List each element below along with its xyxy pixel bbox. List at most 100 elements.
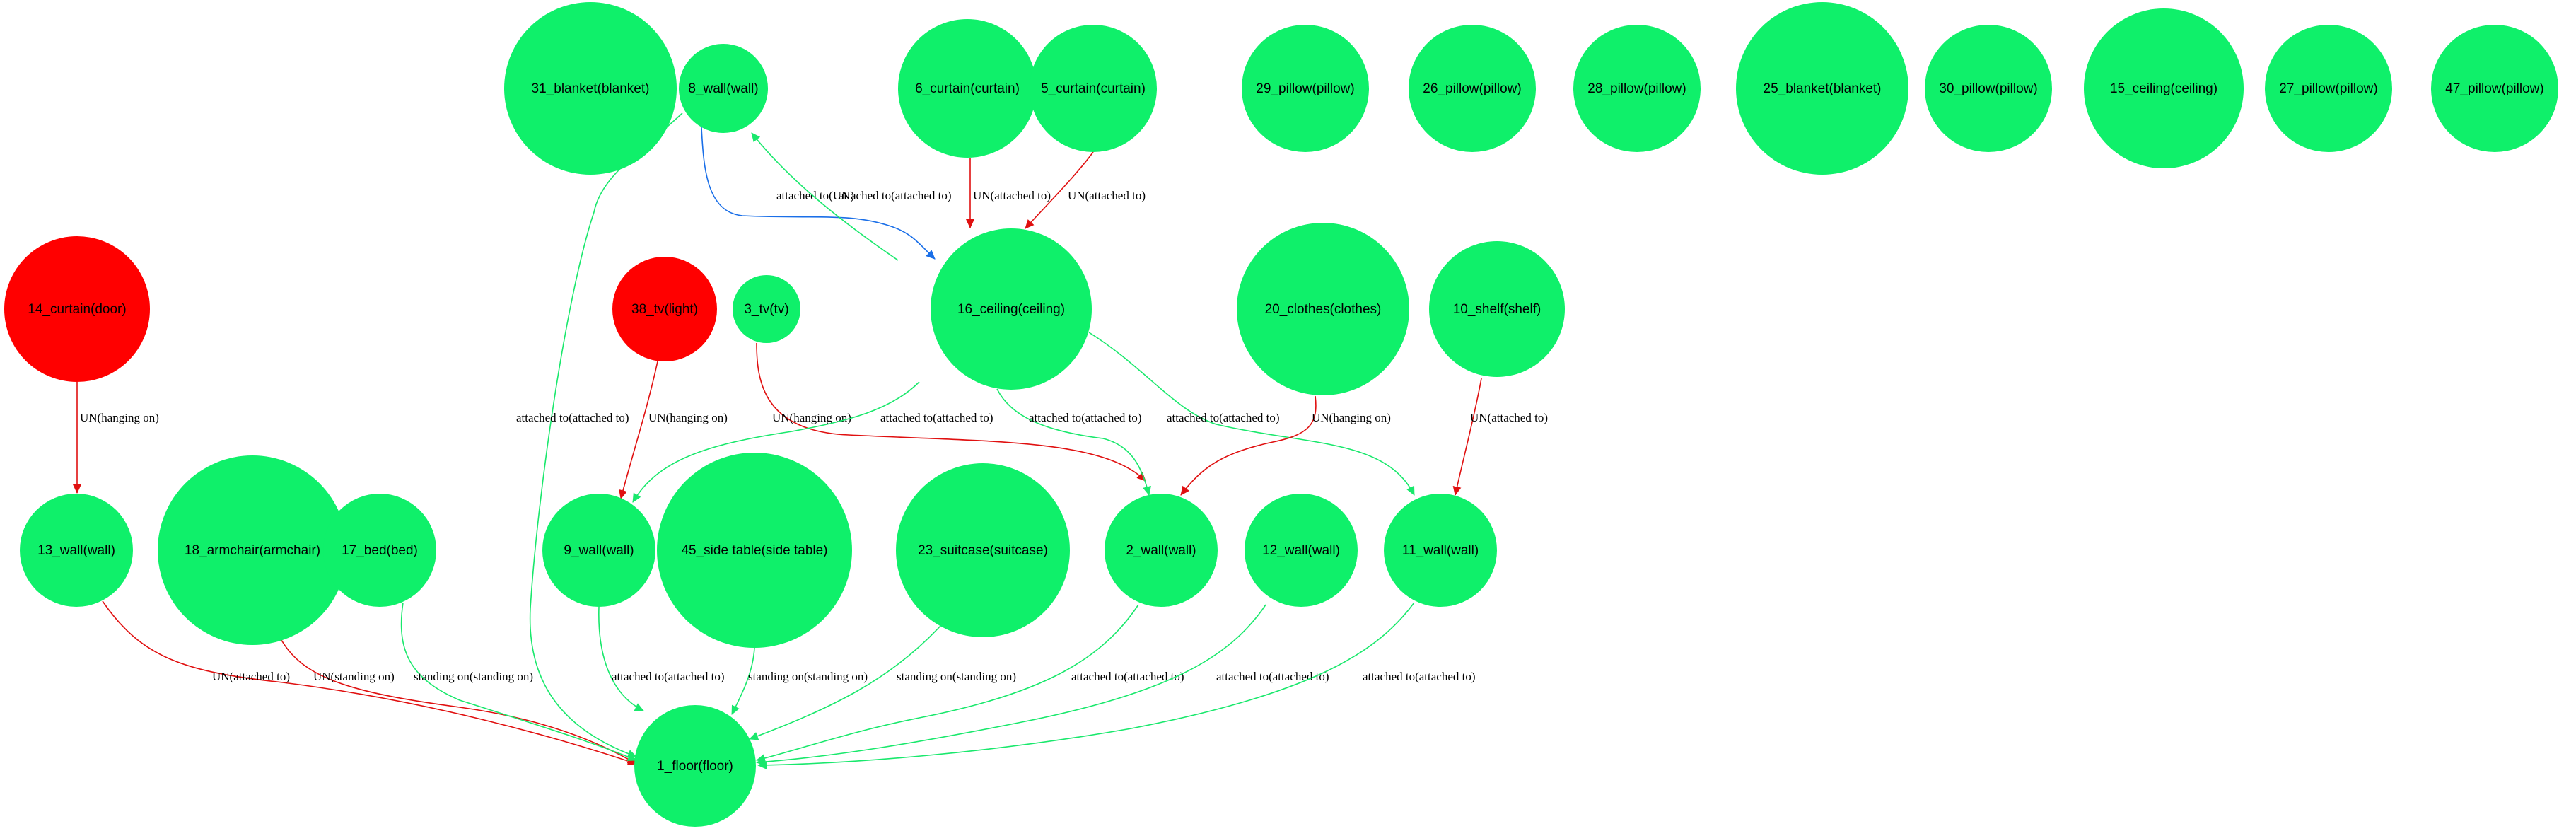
node-circle [931,228,1092,390]
node-label: 47_pillow(pillow) [2445,81,2543,96]
edge-9-to-1: attached to(attached to) [598,606,725,711]
node-label: 12_wall(wall) [1262,543,1340,558]
edge-10-to-11: UN(attached to) [1452,378,1548,496]
node-5: 5_curtain(curtain) [1030,25,1157,152]
node-circle [20,494,133,607]
node-label: 25_blanket(blanket) [1764,81,1882,96]
edge-12-to-1: attached to(attached to) [756,604,1329,767]
edge-label: standing on(standing on) [897,670,1016,683]
edge-20-to-2: UN(hanging on) [1180,395,1391,496]
node-17: 17_bed(bed) [323,494,436,607]
edge-label: attached to(attached to) [612,670,725,683]
node-circle [612,257,717,361]
node-circle [2084,8,2244,168]
node-label: 8_wall(wall) [688,81,758,96]
node-13: 13_wall(wall) [20,494,133,607]
edge-line [632,381,920,503]
edge-label: attached to(UN) [776,189,854,202]
node-45: 45_side table(side table) [657,453,852,648]
node-2: 2_wall(wall) [1105,494,1218,607]
node-label: 38_tv(light) [631,302,698,317]
node-circle [657,453,852,648]
edge-14-to-13: UN(hanging on) [73,382,159,494]
node-label: 9_wall(wall) [564,543,634,558]
node-circle [1237,223,1409,395]
node-circle [896,463,1070,637]
edge-label: attached to(attached to) [880,411,993,424]
node-label: 17_bed(bed) [342,543,418,558]
node-circle [1736,2,1908,175]
edge-line [598,606,644,711]
edge-38-to-9: UN(hanging on) [619,361,728,499]
node-circle [158,455,347,645]
node-circle [504,2,677,175]
edge-line [756,604,1139,762]
edge-line [751,132,899,261]
edge-line [1088,332,1415,496]
node-circle [2265,25,2392,152]
node-1: 1_floor(floor) [634,705,756,827]
node-label: 31_blanket(blanket) [532,81,650,96]
edge-8-to-1: attached to(attached to) [516,112,683,758]
edge-line [1452,378,1482,496]
node-circle [1105,494,1218,607]
edge-16-to-9: attached to(attached to) [632,381,993,503]
node-circle [323,494,436,607]
node-20: 20_clothes(clothes) [1237,223,1409,395]
edge-5-to-16: UN(attached to) [1025,151,1146,229]
node-label: 16_ceiling(ceiling) [957,302,1065,317]
edge-label: UN(hanging on) [1312,411,1391,424]
edge-label: UN(hanging on) [80,411,159,424]
node-label: 26_pillow(pillow) [1423,81,1521,96]
node-10: 10_shelf(shelf) [1429,241,1565,377]
edge-13-to-1: UN(attached to) [102,600,637,765]
node-circle [1030,25,1157,152]
node-14: 14_curtain(door) [4,236,150,382]
node-circle [1245,494,1358,607]
edge-line [756,604,1266,767]
node-circle [1409,25,1536,152]
node-circle [2431,25,2558,152]
node-label: 3_tv(tv) [744,302,788,317]
edge-line [102,600,637,765]
node-label: 10_shelf(shelf) [1453,302,1541,317]
edge-label: UN(attached to) [973,189,1051,202]
node-circle [1242,25,1369,152]
node-circle [1384,494,1497,607]
node-label: 1_floor(floor) [657,759,733,774]
edge-label: UN(hanging on) [648,411,728,424]
edges-layer: attached to(UN)attached to(attached to)U… [73,112,1548,769]
edge-label: UN(attached to) [1470,411,1548,424]
node-label: 28_pillow(pillow) [1587,81,1686,96]
node-9: 9_wall(wall) [542,494,655,607]
node-28: 28_pillow(pillow) [1573,25,1701,152]
node-38: 38_tv(light) [612,257,717,361]
edge-label: UN(standing on) [313,670,395,683]
node-circle [542,494,655,607]
edge-label: UN(attached to) [1068,189,1146,202]
node-circle [4,236,150,382]
node-31: 31_blanket(blanket) [504,2,677,175]
node-12: 12_wall(wall) [1245,494,1358,607]
edge-label: UN(attached to) [212,670,290,683]
edge-line [701,127,936,260]
node-23: 23_suitcase(suitcase) [896,463,1070,637]
edge-line [1025,151,1094,229]
edge-line [529,112,683,758]
edge-line [731,647,755,715]
node-label: 23_suitcase(suitcase) [918,543,1048,558]
edge-6-to-16: UN(attached to) [966,158,1051,228]
node-30: 30_pillow(pillow) [1925,25,2052,152]
edge-label: attached to(attached to) [1029,411,1142,424]
edge-45-to-1: standing on(standing on) [731,647,868,715]
edge-line [1180,395,1317,496]
edge-11-to-1: attached to(attached to) [757,602,1476,769]
node-label: 30_pillow(pillow) [1939,81,2037,96]
edge-3-to-2: UN(hanging on) [756,342,1146,482]
edge-label: attached to(attached to) [839,189,952,202]
node-6: 6_curtain(curtain) [898,19,1037,158]
edge-line [757,602,1415,769]
node-27: 27_pillow(pillow) [2265,25,2392,152]
node-8: 8_wall(wall) [679,44,768,133]
